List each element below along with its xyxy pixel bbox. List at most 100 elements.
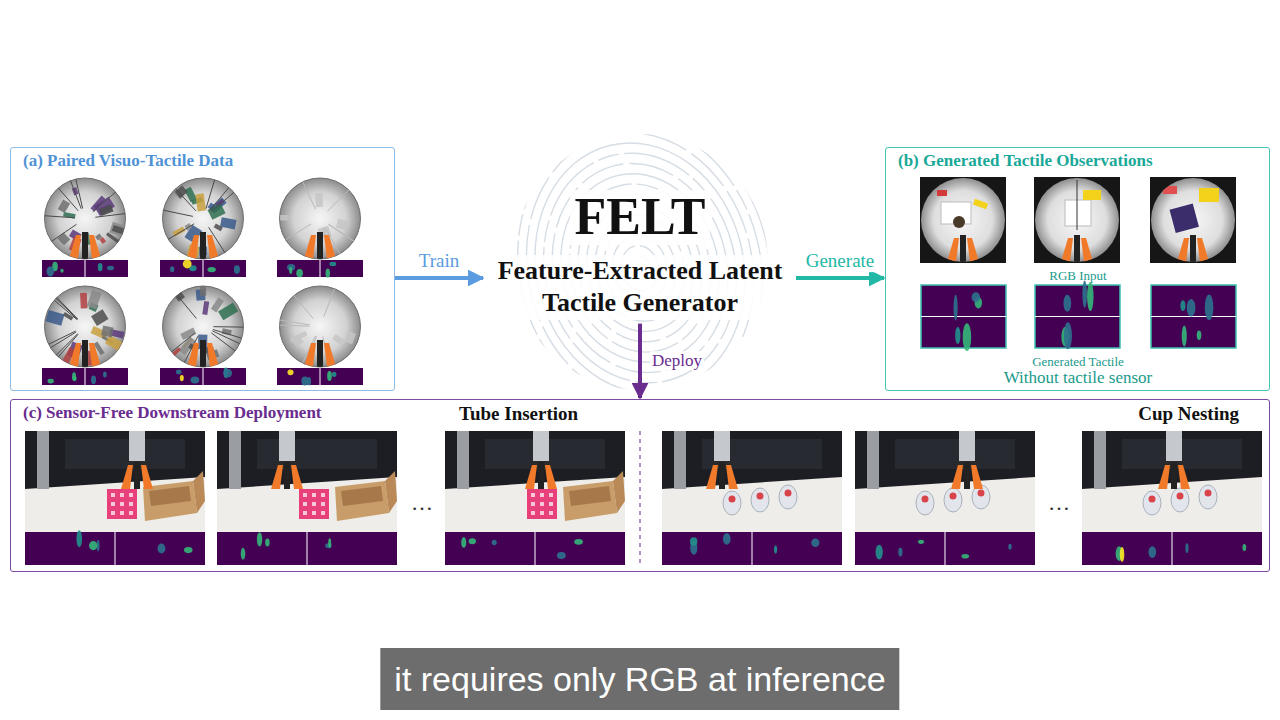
scene-object [1065,200,1091,226]
cup-mark [922,496,929,503]
deployment-panel: (c) Sensor-Free Downstream DeploymentTub… [10,399,1270,572]
tactile-divider [85,260,86,277]
contact-blob [972,292,981,302]
contact-blob [170,266,174,272]
fisheye-scene [280,181,354,259]
photo-ground [1082,431,1262,532]
panel-title: (c) Sensor-Free Downstream Deployment [23,403,322,423]
gripper-finger [1158,465,1170,489]
rack-hole [303,493,307,497]
scene-edge [329,224,355,242]
fisheye-lens [921,178,1005,262]
tactile-divider [320,368,321,385]
contact-blob [1082,281,1087,308]
contact-blob [223,369,232,378]
robot-pole [867,431,879,489]
fisheye-lens [1151,178,1235,262]
scene-edge [50,332,76,348]
scene-object [99,205,113,216]
cardboard-box [563,481,617,521]
contact-blob [774,545,777,553]
scene-object [315,193,323,207]
photo-wall [257,439,377,469]
contact-blob [898,548,902,557]
contact-blob [461,537,466,548]
contact-blob [103,371,107,377]
flow-arrow [638,324,642,398]
gripper-base [317,232,323,259]
contact-blob [723,533,731,545]
rack-hole [312,493,316,497]
robot-arm [279,431,295,463]
scene-object [173,290,185,302]
rack-hole [111,502,115,506]
gripper-finger [1178,465,1190,489]
table-top [855,477,1035,532]
contact-blob [557,552,566,559]
gripper-finger [121,465,133,489]
contact-blob [1182,326,1187,347]
ellipsis-mark: … [1048,490,1070,516]
scene-edge [1077,180,1078,230]
image-ground [42,177,128,260]
cardboard-box [335,481,389,521]
gripper-finger [291,465,303,489]
scene-edge [206,179,215,209]
generated-panel: (b) Generated Tactile ObservationsRGB In… [885,147,1270,391]
robot-pole [674,431,686,489]
rack-hole [540,502,544,506]
gripper-finger [967,238,979,262]
scene-edge [93,191,117,211]
contact-blob [60,269,63,273]
tactile-divider [320,260,321,277]
contact-blob [1120,547,1125,562]
text-holder: Feature-Extracted Latent Tactile Generat… [484,255,796,320]
robot-arm [129,431,145,463]
tactile-map [1082,532,1262,565]
contact-blob [289,267,292,274]
text-holder: Generated Tactile [1032,352,1124,370]
contact-blob [296,269,303,277]
contact-blob [1205,295,1214,321]
robot-pole [37,431,49,489]
scene-edge [293,295,313,319]
gripper-finger [187,235,199,259]
generated-images [920,177,1236,351]
scene-edge [324,288,335,317]
contact-blob [158,543,166,553]
robot-arm [714,431,730,463]
scene-edge [175,188,196,211]
scene-object [280,215,289,221]
contact-blob [1185,543,1188,553]
tactile-map [277,368,363,385]
tactile-map [25,532,205,565]
scene-object [1199,188,1219,202]
clear-cup [751,488,769,512]
task-divider [639,431,640,566]
rack-hole [321,493,325,497]
tactile-divider [1035,316,1120,317]
gripper-finger [1177,238,1189,262]
cup-mark [978,490,985,497]
clear-cup [1199,485,1217,509]
label-holder: Deploy [650,351,704,371]
contact-blob [207,267,215,272]
fingerprint-watermark [477,84,803,452]
fisheye-lens [163,178,244,259]
rack-hole [129,502,133,506]
contact-blob [47,266,54,276]
tactile-map [160,260,246,277]
caption-holder: it requires only RGB at inference [380,648,899,710]
fingerprint-ridge [477,84,803,452]
box-inside [569,486,611,506]
gripper-base [200,232,206,259]
gripper-base [538,462,544,489]
scene-edge [213,326,244,327]
clear-cup [723,491,741,515]
contact-blob [287,370,293,376]
contact-blob [89,541,97,550]
image-caption: RGB Input [1049,268,1106,284]
scene-edge [302,181,315,209]
gripper-base [200,340,206,367]
gripper-finger [324,235,336,259]
